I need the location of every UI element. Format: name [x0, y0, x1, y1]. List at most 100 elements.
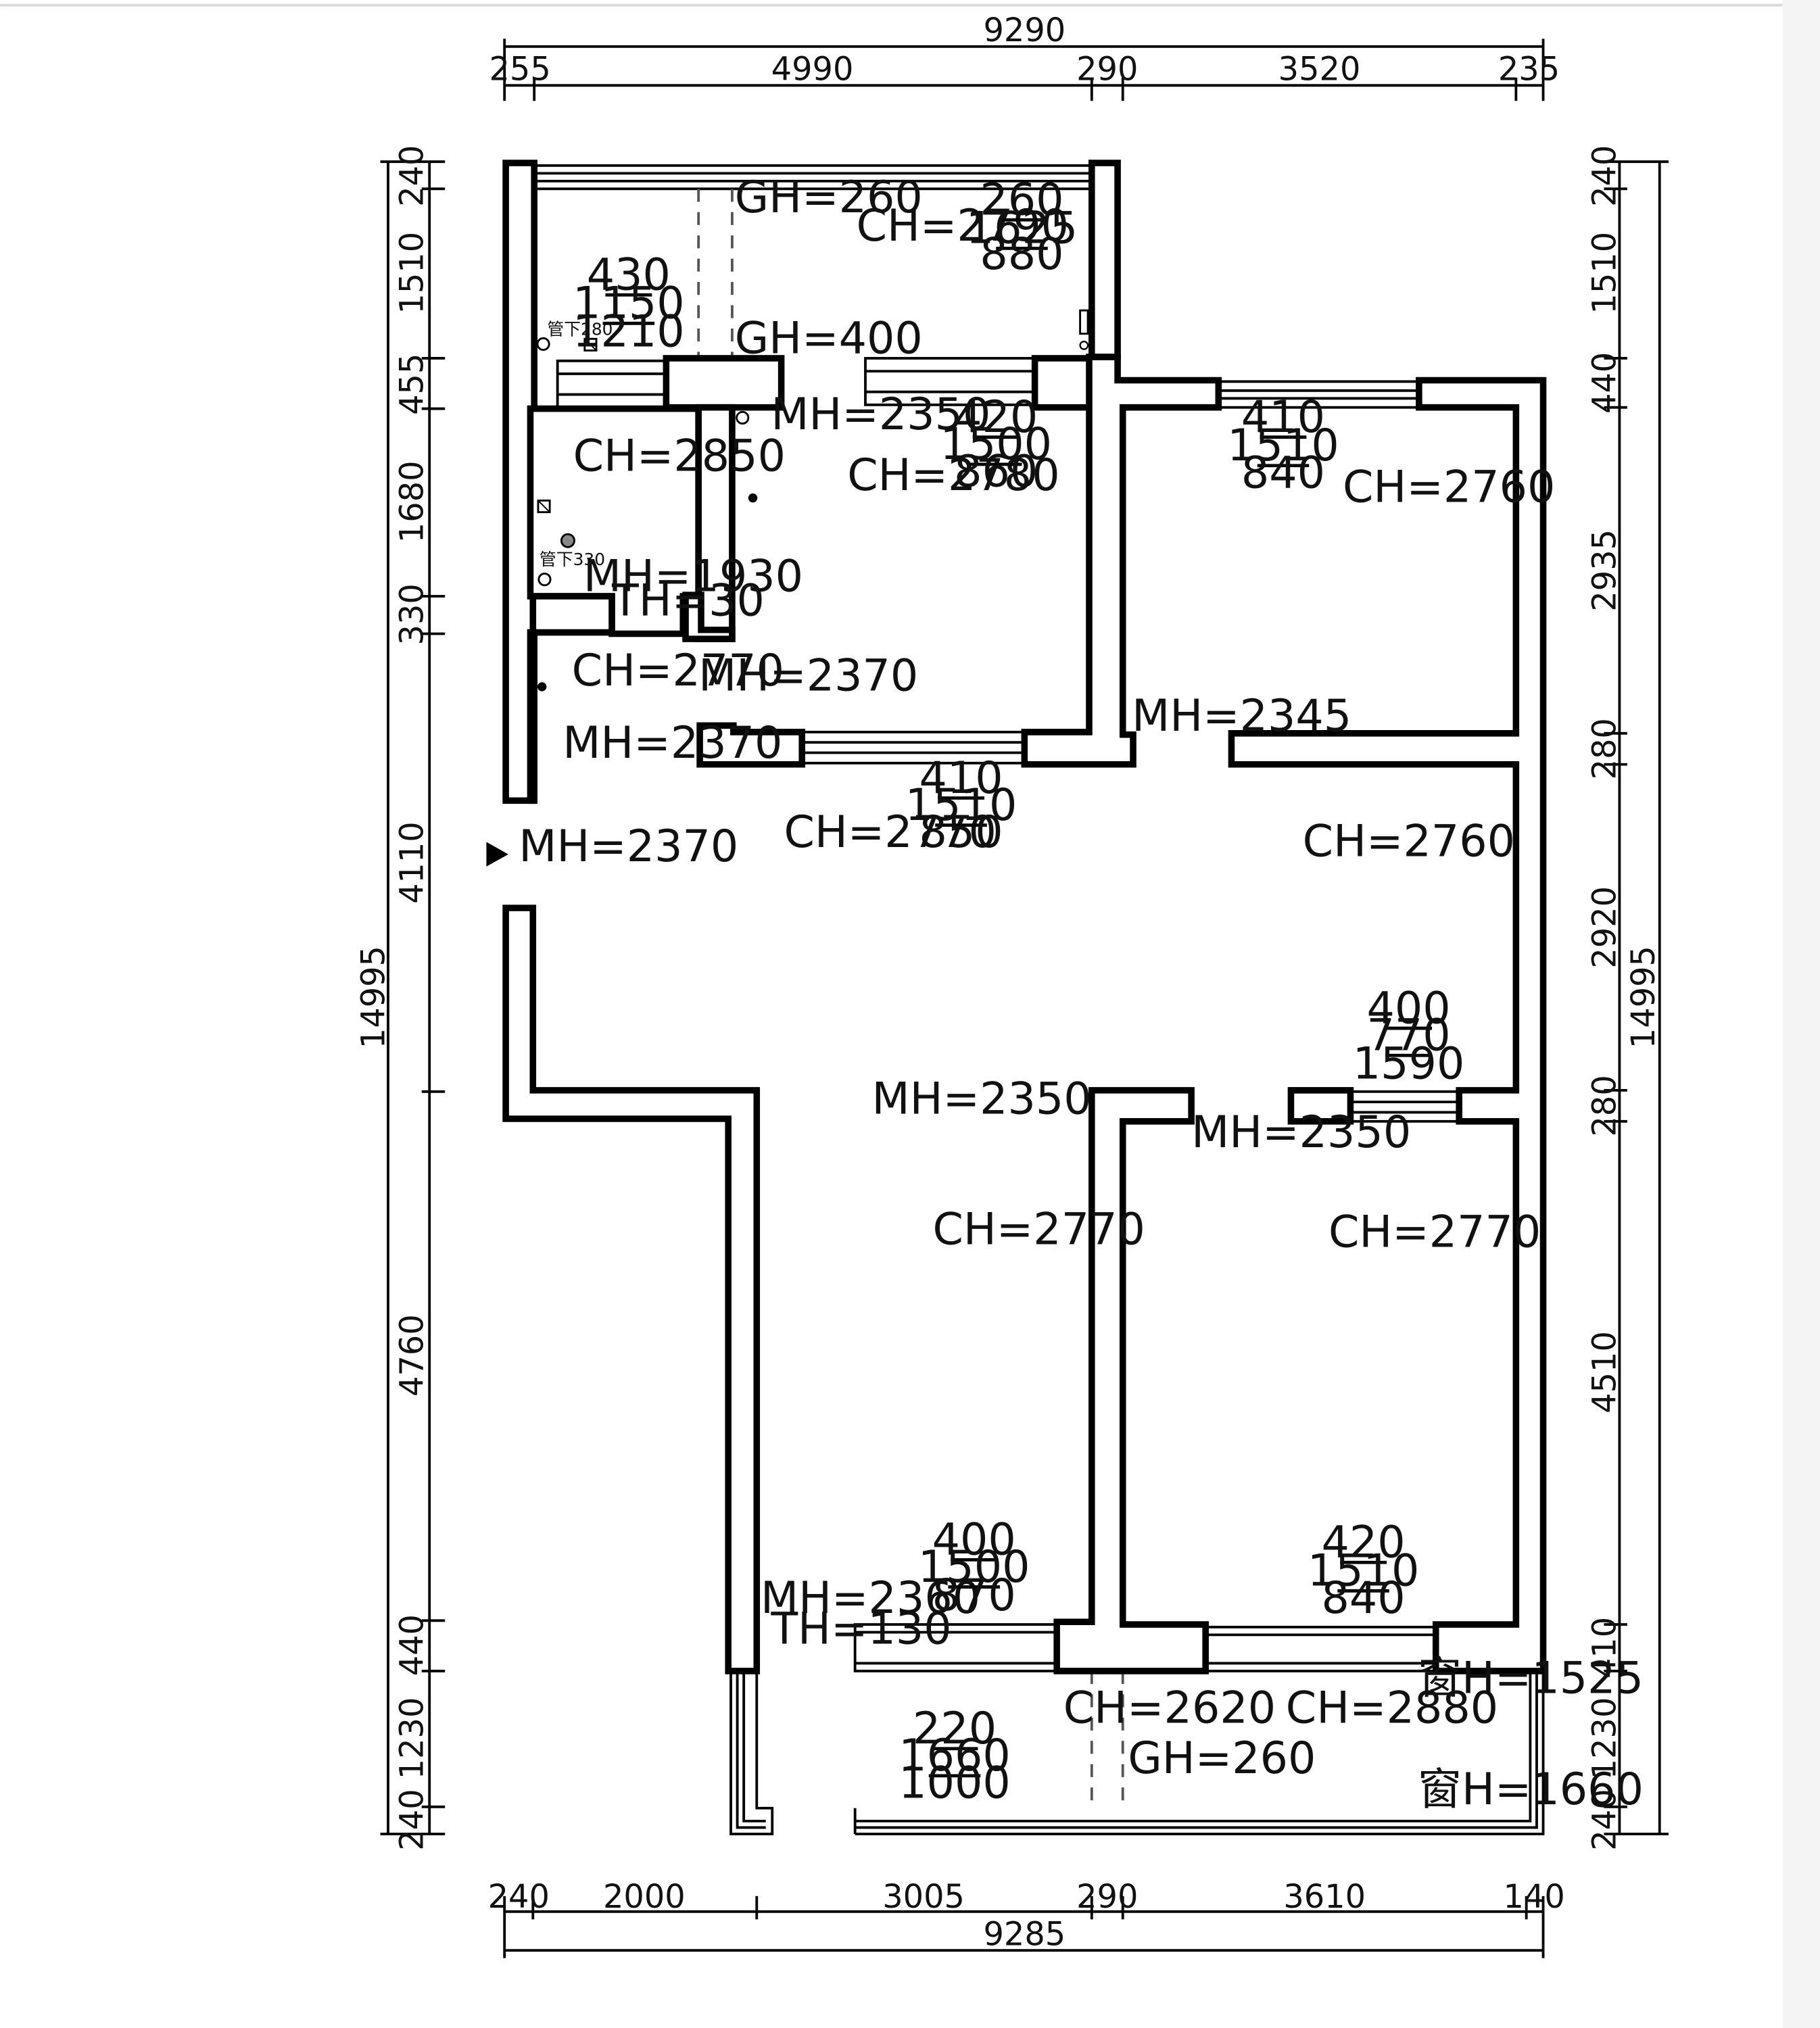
label-ch-2620: CH=2620	[1063, 1683, 1276, 1733]
svg-text:220: 220	[913, 1704, 997, 1754]
left-dim-8: 440	[394, 1614, 431, 1676]
right-dim-6: 2920	[1587, 886, 1624, 969]
top-dim-5: 235	[1498, 51, 1560, 89]
label-pipe-280: 管下280	[547, 320, 613, 339]
bottom-dim-3: 3005	[882, 1879, 965, 1916]
left-dim-7: 4760	[394, 1314, 431, 1397]
window-stair	[556, 359, 668, 409]
right-dim-8: 4510	[1587, 1331, 1624, 1414]
label-ch-2760-b: CH=2760	[1303, 817, 1515, 867]
label-ch-2770-d: CH=2770	[1328, 1207, 1541, 1257]
svg-text:850: 850	[919, 807, 1003, 858]
top-dim-2: 4990	[771, 51, 854, 89]
window-spec-4: 410 1510 840	[1227, 392, 1339, 498]
label-mh-2350-b: MH=2350	[872, 1073, 1092, 1124]
right-dim-5: 280	[1587, 718, 1624, 779]
left-dim-10: 240	[394, 1789, 431, 1850]
bottom-dimension-lines	[503, 1896, 1545, 1958]
pipe-circle-icon	[536, 337, 550, 351]
label-mh-2345: MH=2345	[1132, 691, 1351, 742]
svg-text:1210: 1210	[573, 307, 685, 358]
page-right-margin	[1782, 0, 1820, 2028]
window-spec-5: 410 1510 850	[905, 753, 1017, 858]
svg-text:840: 840	[1322, 1573, 1406, 1624]
left-total-dim: 14995	[355, 946, 392, 1048]
pipe-circle-icon	[537, 573, 552, 587]
label-mh-1930: MH=1930	[583, 551, 803, 602]
svg-text:400: 400	[932, 1515, 1016, 1566]
label-ch-2770-b: CH=2770	[784, 807, 996, 858]
svg-text:260: 260	[980, 175, 1063, 226]
right-dim-4: 2935	[1587, 529, 1624, 612]
svg-text:1660: 1660	[899, 1731, 1011, 1781]
bottom-total-dim: 9285	[983, 1916, 1065, 1954]
svg-text:1625: 1625	[966, 203, 1078, 254]
svg-text:400: 400	[1366, 983, 1450, 1034]
label-window-h-1525: 窗H=1525	[1418, 1653, 1644, 1704]
socket-dot-icon	[537, 682, 547, 692]
label-th-30: TH=30	[611, 576, 765, 627]
left-dim-4: 1680	[394, 460, 431, 543]
svg-text:1510: 1510	[1308, 1546, 1420, 1597]
svg-text:1500: 1500	[918, 1542, 1030, 1593]
svg-text:840: 840	[1241, 448, 1325, 498]
bottom-dim-1: 240	[488, 1879, 550, 1916]
balcony-railing	[729, 1670, 1545, 1835]
top-total-dim: 9290	[983, 12, 1065, 49]
svg-text:880: 880	[980, 229, 1063, 280]
socket-dot-icon	[748, 493, 758, 503]
label-ch-2850: CH=2850	[573, 431, 786, 481]
right-dimension-lines	[1604, 160, 1669, 1835]
svg-text:430: 430	[587, 250, 671, 301]
left-dim-2: 1510	[394, 232, 431, 314]
top-dim-1: 255	[489, 51, 551, 89]
label-ch-2770-c: CH=2770	[932, 1205, 1145, 1255]
window-spec-6: 400 770 1590	[1353, 983, 1465, 1089]
top-dimension-lines	[503, 39, 1545, 101]
walls	[502, 160, 1547, 1674]
window-spec-8: 420 1510 840	[1308, 1518, 1420, 1624]
window-bedroom-south	[1204, 1625, 1437, 1672]
fixtures	[536, 309, 1089, 692]
left-dim-1: 240	[394, 145, 431, 207]
pipe-circle-icon	[736, 410, 750, 425]
svg-text:1510: 1510	[1227, 420, 1339, 471]
left-dimension-lines	[380, 160, 446, 1835]
window-spec-7: 400 1500 870	[918, 1515, 1030, 1621]
svg-text:410: 410	[1241, 392, 1325, 443]
bottom-dim-5: 3610	[1283, 1879, 1366, 1916]
svg-text:1510: 1510	[905, 780, 1017, 831]
label-ch-2880: CH=2880	[1286, 1683, 1498, 1733]
label-mh-2370-b: MH=2370	[562, 718, 782, 769]
left-dim-5: 330	[394, 583, 431, 645]
top-dim-3: 290	[1076, 51, 1138, 89]
window-spec-3: 420 1500 860	[940, 392, 1052, 497]
svg-text:770: 770	[1366, 1011, 1450, 1061]
bottom-dim-2: 2000	[603, 1879, 686, 1916]
pipe-fill-icon	[560, 533, 575, 548]
svg-text:420: 420	[954, 392, 1038, 443]
label-gh-400: GH=400	[735, 313, 923, 364]
svg-text:1500: 1500	[940, 419, 1052, 470]
label-mh-2350-c: MH=2350	[1191, 1107, 1411, 1158]
right-dim-11: 240	[1587, 1789, 1624, 1850]
left-dim-3: 455	[394, 354, 431, 415]
svg-text:1000: 1000	[899, 1758, 1011, 1808]
right-dim-1: 240	[1587, 145, 1624, 207]
window-spec-9: 220 1660 1000	[899, 1704, 1011, 1808]
right-dim-2: 1510	[1587, 232, 1624, 314]
label-gh-260-top: GH=260	[735, 172, 923, 223]
bottom-dim-4: 290	[1076, 1879, 1138, 1916]
right-dim-9: 410	[1587, 1617, 1624, 1679]
label-ch-2780: CH=2780	[847, 450, 1059, 501]
svg-text:1590: 1590	[1353, 1039, 1465, 1090]
right-dim-10: 1230	[1587, 1697, 1624, 1780]
label-mh-2370-entry: MH=2370	[519, 821, 738, 872]
right-total-dim: 14995	[1625, 946, 1662, 1048]
left-dim-6: 4110	[394, 821, 431, 904]
svg-text:420: 420	[1322, 1518, 1406, 1568]
label-window-h-1660: 窗H=1660	[1418, 1764, 1644, 1815]
label-ch-2770-a: CH=2770	[572, 646, 784, 696]
bottom-dim-6: 140	[1504, 1879, 1565, 1916]
